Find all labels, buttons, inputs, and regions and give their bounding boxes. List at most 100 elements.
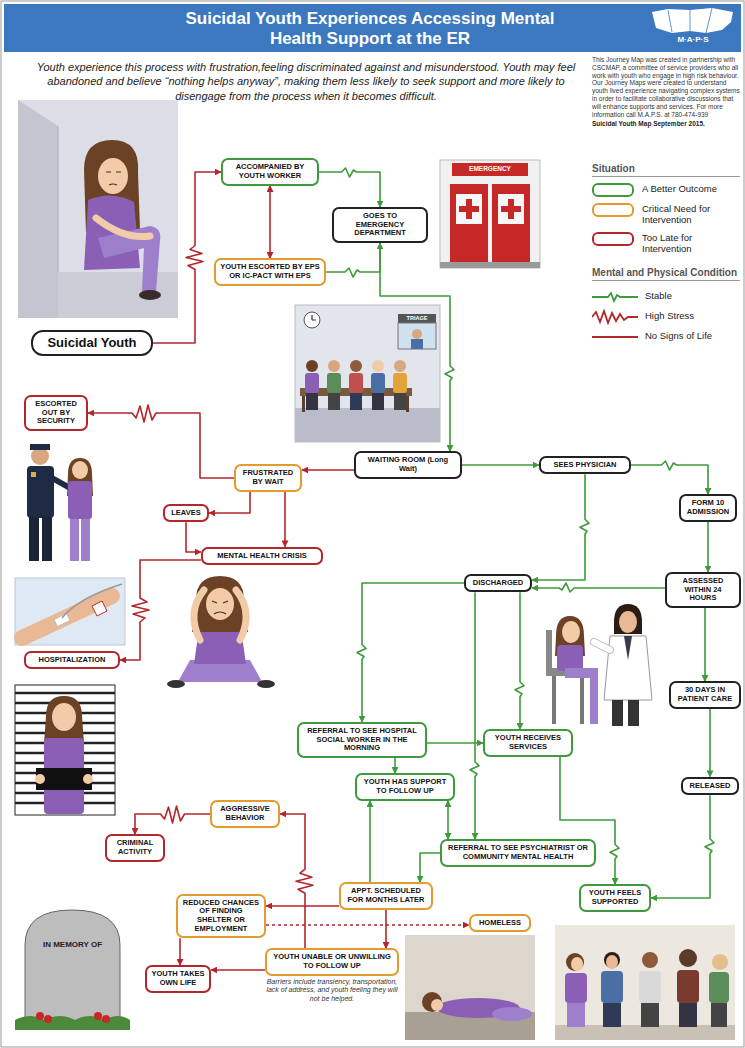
line-sample xyxy=(592,329,638,345)
node-text: AGGRESSIVE BEHAVIOR xyxy=(216,805,274,822)
emergency-entrance-illustration xyxy=(456,194,482,224)
connector xyxy=(707,522,709,573)
node-text: FRUSTRATED BY WAIT xyxy=(240,469,296,486)
node-text: REFERRAL TO SEE HOSPITAL SOCIAL WORKER I… xyxy=(303,727,421,753)
security-guard-illustration xyxy=(68,481,92,519)
waiting-room-illustration xyxy=(394,360,406,372)
emergency-entrance-illustration xyxy=(459,199,479,219)
line-sample xyxy=(592,289,638,305)
connector xyxy=(462,464,539,466)
step-box: GOES TO EMERGENCY DEPARTMENT xyxy=(332,207,428,243)
waiting-room-illustration xyxy=(371,373,385,393)
legend-swatch xyxy=(592,203,634,217)
emergency-entrance-illustration xyxy=(452,163,528,176)
header-bar xyxy=(4,4,741,52)
waiting-room-illustration xyxy=(295,305,440,442)
connector xyxy=(186,522,201,552)
node-text: ESCORTED OUT BY SECURITY xyxy=(30,400,82,426)
doctor-visit-illustration xyxy=(614,604,642,634)
step-box: YOUTH ESCORTED BY EPS OR IC-PACT WITH EP… xyxy=(214,258,326,285)
map-date: Suicidal Youth Map September 2015. xyxy=(592,120,740,128)
sitting-girl-illustration xyxy=(106,172,121,185)
node-text: DISCHARGED xyxy=(470,579,526,588)
step-box: LEAVES xyxy=(163,504,209,523)
support-group-illustration xyxy=(604,952,620,968)
support-group-illustration xyxy=(709,972,729,1003)
step-box: REFERRAL TO SEE HOSPITAL SOCIAL WORKER I… xyxy=(297,722,427,758)
node-text: REFERRAL TO SEE PSYCHIATRIST OR COMMUNIT… xyxy=(446,844,590,861)
homeless-illustration xyxy=(431,999,443,1011)
crisis-girl-illustration xyxy=(192,576,248,632)
waiting-room-illustration xyxy=(349,373,363,393)
connector xyxy=(394,758,396,774)
tombstone-illustration xyxy=(44,1015,52,1023)
node-text: REDUCED CHANCES OF FINDING SHELTER OR EM… xyxy=(182,899,260,934)
support-group-illustration xyxy=(639,971,661,1003)
security-guard-illustration xyxy=(27,444,93,561)
hospital-arm-illustration xyxy=(22,596,112,638)
support-group-illustration xyxy=(711,1003,727,1027)
connector xyxy=(209,492,250,513)
legend-heading: Situation xyxy=(592,163,740,177)
doctor-visit-illustration xyxy=(562,621,580,643)
header-bar xyxy=(652,8,733,33)
support-group-illustration xyxy=(555,925,735,1040)
doctor-visit-illustration xyxy=(546,604,652,726)
node-text: CRIMINAL ACTIVITY xyxy=(111,839,159,856)
tombstone-illustration xyxy=(94,1012,102,1020)
step-box: REDUCED CHANCES OF FINDING SHELTER OR EM… xyxy=(176,894,266,939)
support-group-illustration xyxy=(603,1003,621,1027)
doctor-visit-illustration xyxy=(594,642,610,650)
node-text: 30 DAYS IN PATIENT CARE xyxy=(675,686,735,703)
step-box: HOSPITALIZATION xyxy=(24,651,120,670)
step-box: WAITING ROOM (Long Wait) xyxy=(354,451,462,478)
waiting-room-illustration xyxy=(372,360,384,372)
security-guard-illustration xyxy=(29,517,39,561)
support-group-illustration xyxy=(566,953,584,971)
hospital-arm-illustration xyxy=(62,584,122,618)
connector xyxy=(135,806,210,834)
support-group-illustration xyxy=(555,1025,735,1040)
node-text: HOSPITALIZATION xyxy=(30,656,114,665)
sign-text: TRIAGE xyxy=(398,315,436,322)
legend-text: No Signs of Life xyxy=(645,331,740,342)
tombstone-illustration xyxy=(25,910,120,1025)
security-guard-illustration xyxy=(72,461,88,479)
step-box: YOUTH RECEIVES SERVICES xyxy=(483,729,573,756)
support-group-illustration xyxy=(679,1003,697,1027)
tombstone-text: IN MEMORY OF xyxy=(27,940,118,950)
emergency-entrance-illustration xyxy=(440,160,540,268)
support-group-illustration xyxy=(565,973,587,1003)
emergency-entrance-illustration xyxy=(492,184,530,264)
prisoner-illustration xyxy=(52,703,76,731)
security-guard-illustration xyxy=(27,466,54,518)
sitting-girl-illustration xyxy=(58,126,59,272)
sitting-girl-illustration xyxy=(98,158,128,194)
support-group-illustration xyxy=(567,1003,585,1027)
doctor-visit-illustration xyxy=(624,636,632,660)
prisoner-illustration xyxy=(44,696,84,744)
node-text: YOUTH UNABLE OR UNWILLING TO FOLLOW UP xyxy=(271,953,393,970)
waiting-room-illustration xyxy=(350,393,362,410)
node-text: HOMELESS xyxy=(475,919,525,928)
tombstone-illustration xyxy=(15,910,130,1030)
node-text: ASSESSED WITHIN 24 HOURS xyxy=(671,577,735,603)
node-text: LEAVES xyxy=(169,509,203,518)
legend-text: High Stress xyxy=(645,311,740,322)
security-guard-illustration xyxy=(30,444,50,450)
support-group-illustration xyxy=(642,952,658,968)
step-box: YOUTH FEELS SUPPORTED xyxy=(579,884,651,911)
title-text: Suicidal Youth Experiences Accessing Men… xyxy=(180,9,560,50)
waiting-room-illustration xyxy=(411,339,423,349)
crisis-girl-illustration xyxy=(167,680,185,688)
sitting-girl-illustration xyxy=(18,100,178,318)
connector xyxy=(120,560,201,660)
prisoner-illustration xyxy=(15,685,115,815)
waiting-room-illustration xyxy=(412,329,422,339)
emergency-entrance-illustration xyxy=(498,194,524,224)
node-text: YOUTH RECEIVES SERVICES xyxy=(489,734,567,751)
line-sample xyxy=(592,311,638,323)
legend-swatch xyxy=(592,183,634,197)
